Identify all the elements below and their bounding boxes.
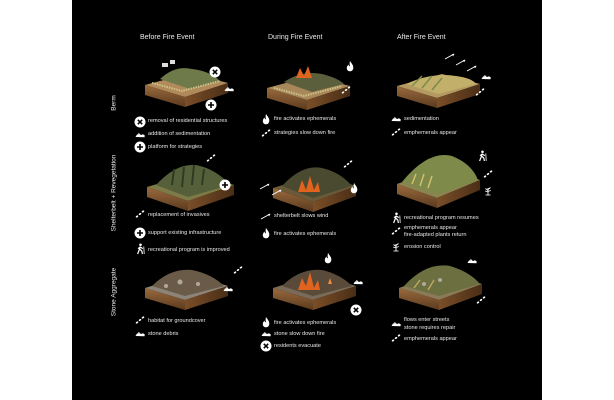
caption-stone-after-2: stone requires repair [404,325,456,331]
plus-circle-icon [205,99,217,111]
x-circle-icon [260,340,272,352]
caption-stone-during-1: fire activates ephemerals [274,320,337,326]
debris-icon [222,282,234,294]
caption-shelter-during-2: fire activates ephemerals [274,231,337,237]
column-header-after: After Fire Event [397,34,446,41]
wind-arrow-icon [259,180,271,192]
caption-shelter-during-1: shelterbelt slows wind [274,213,329,219]
berm-before-block [145,60,228,107]
stone-before-block [145,269,228,310]
column-header-during: During Fire Event [268,34,323,41]
shelterbelt-before-block [147,164,234,211]
seeds-icon [134,208,146,220]
column-header-before: Before Fire Event [140,34,195,41]
stone-after-block [399,265,482,310]
caption-stone-before-1: habitat for groundcover [148,318,206,324]
berm-during-block [267,66,350,110]
caption-berm-during-1: fire activates ephemerals [274,116,337,122]
seeds-icon [260,127,272,139]
caption-shelter-after-4: erosion control [404,244,441,250]
seeds-icon [205,152,217,164]
seeds-icon [475,294,487,306]
seeds-icon [390,332,402,344]
caption-berm-before-1: removal of residential structures [148,118,228,124]
seeds-icon [232,264,244,276]
plant-icon [482,184,494,196]
caption-stone-during-3: residents evacuate [274,343,321,349]
wind-arrow-icon [260,210,272,222]
hiker-icon [134,243,146,255]
flame-icon [260,227,272,239]
stone-during-block [273,269,356,310]
seeds-icon [340,84,352,96]
seeds-icon [390,225,402,237]
caption-berm-during-2: strategies slow down fire [274,130,336,136]
debris-icon [390,112,402,124]
caption-berm-after-2: emphemerals appear [404,130,457,136]
caption-shelter-before-2: support existing infrastructure [148,230,222,236]
shelterbelt-during-block [273,167,356,212]
hiker-icon [390,212,402,224]
x-circle-icon [209,66,221,78]
debris-icon [480,70,492,82]
plant-icon [390,240,402,252]
row-label-berm: Berm [110,95,118,111]
caption-shelter-after-1: recreational program resumes [404,215,479,221]
row-label-shelterbelt: Shelterbelt + Revegetation [110,154,118,232]
debris-icon [390,317,402,329]
wind-arrow-icon [271,186,283,198]
debris-icon [466,254,478,266]
seeds-icon [390,126,402,138]
diagram-board: Before Fire Event During Fire Event Afte… [72,0,542,400]
wind-arrow-icon [466,62,478,74]
caption-stone-before-2: stone debris [148,331,179,337]
seeds-icon [474,86,486,98]
caption-shelter-before-1: replacement of invasives [148,212,210,218]
caption-berm-before-2: addition of sedimentation [148,131,211,137]
caption-berm-before-3: platform for strategies [148,144,203,150]
caption-stone-after-3: emphemerals appear [404,336,457,342]
flame-icon [344,60,356,72]
plus-circle-icon [134,227,146,239]
debris-icon [134,327,146,339]
berm-after-block [397,74,480,108]
debris-icon [134,128,146,140]
debris-icon [223,82,235,94]
flame-icon [348,182,360,194]
caption-shelter-before-3: recreational program is improved [148,247,230,253]
x-circle-icon [350,304,362,316]
plus-circle-icon [134,141,146,153]
shelterbelt-after-block [397,155,480,208]
caption-stone-during-2: stone slow down fire [274,331,325,337]
caption-stone-after-1: flows enter streets [404,317,450,323]
plus-circle-icon [219,179,231,191]
seeds-icon [482,168,494,180]
row-label-stone-aggregate: Stone Aggregate [110,267,118,317]
flame-icon [322,252,334,264]
hiker-icon [476,150,488,162]
debris-icon [352,275,364,287]
caption-shelter-after-3: fire-adapted plants return [404,232,467,238]
caption-berm-after-1: sedimentation [404,116,439,122]
flame-icon [260,113,272,125]
x-circle-icon [134,116,146,128]
seeds-icon [342,158,354,170]
seeds-icon [134,314,146,326]
debris-icon [260,327,272,339]
caption-shelter-after-2: emphemerals appear [404,225,457,231]
